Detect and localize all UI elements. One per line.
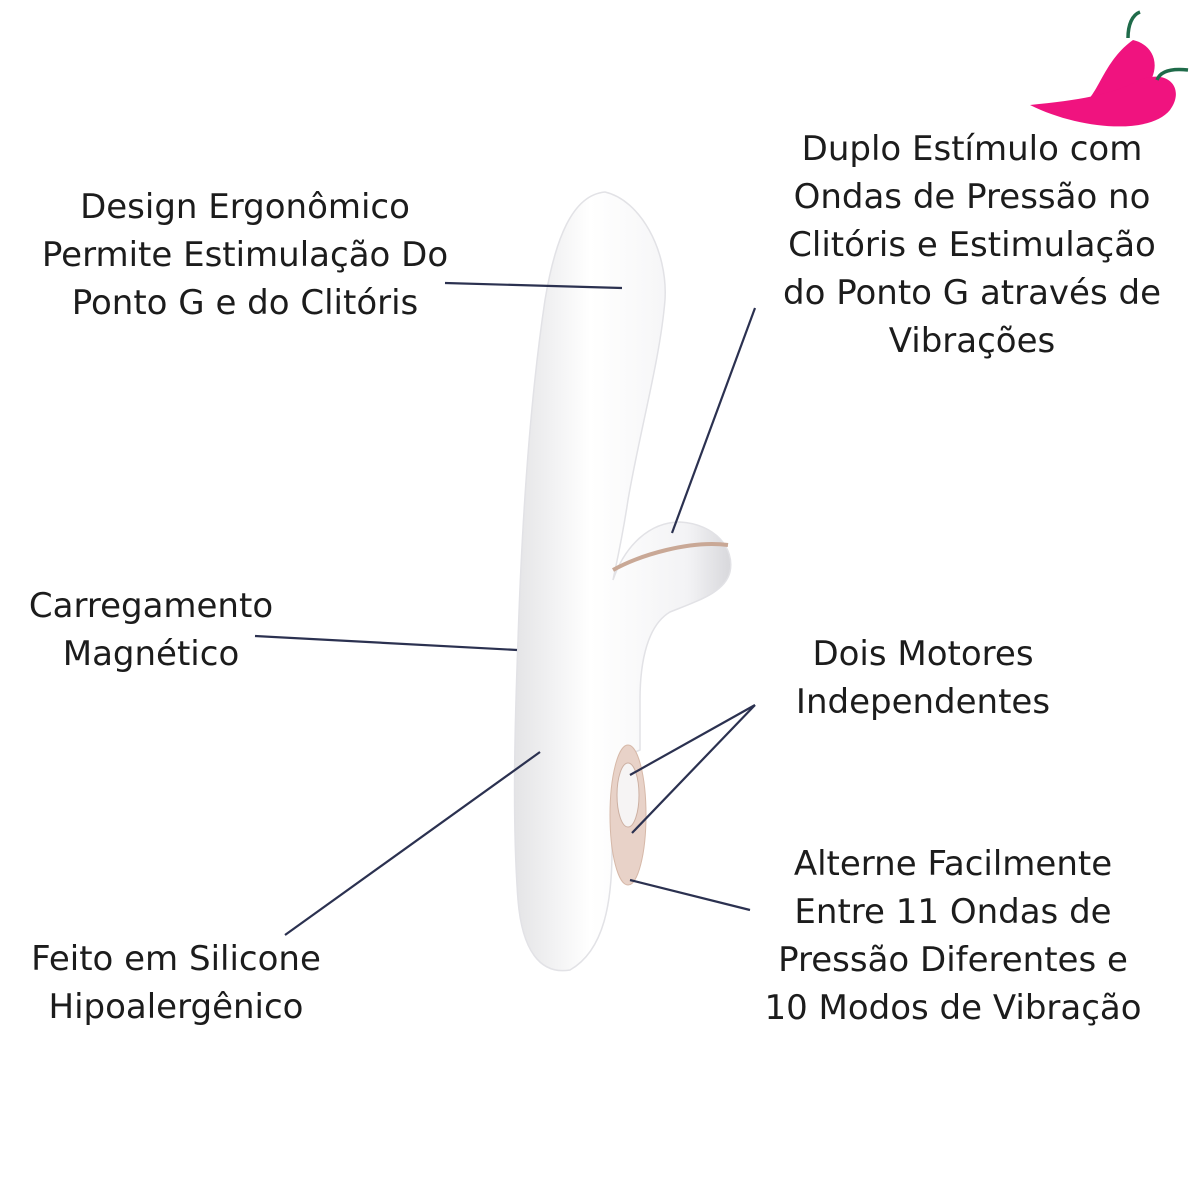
label-line: Permite Estimulação Do (41, 235, 449, 275)
leader-lines (254, 281, 757, 936)
button-oval (616, 762, 640, 828)
leader-carregamento (254, 634, 518, 652)
label-line: Duplo Estímulo com (801, 129, 1143, 169)
leader-design (444, 281, 623, 290)
label-line: Hipoalergênico (48, 987, 304, 1027)
label-line: Dois Motores (812, 634, 1034, 674)
label-silicone: Feito em Silicone Hipoalergênico (31, 935, 321, 1031)
label-line: Design Ergonômico (80, 187, 410, 227)
label-line: Vibrações (888, 321, 1056, 361)
label-line: Carregamento (28, 586, 274, 626)
label-line: Alterne Facilmente (793, 844, 1113, 884)
label-line: Ponto G e do Clitóris (71, 283, 419, 323)
label-line: Independentes (795, 682, 1051, 722)
label-duplo-estimulo: Duplo Estímulo com Ondas de Pressão no C… (783, 125, 1161, 365)
clitoral-head-ring (612, 542, 729, 572)
label-motores: Dois Motores Independentes (796, 630, 1050, 726)
label-line: Ondas de Pressão no (793, 177, 1151, 217)
label-design: Design Ergonômico Permite Estimulação Do… (42, 183, 448, 327)
label-line: do Ponto G através de (783, 273, 1161, 313)
label-line: 10 Modos de Vibração (764, 988, 1142, 1028)
label-alterne: Alterne Facilmente Entre 11 Ondas de Pre… (764, 840, 1141, 1032)
label-line: Entre 11 Ondas de (794, 892, 1112, 932)
label-line: Magnético (62, 634, 240, 674)
leader-silicone (284, 751, 541, 936)
leader-duplo (670, 307, 757, 534)
label-line: Feito em Silicone (31, 939, 321, 979)
chili-logo (1030, 10, 1189, 127)
vibrator-body (513, 191, 732, 972)
label-carregamento: Carregamento Magnético (29, 582, 273, 678)
label-line: Clitóris e Estimulação (788, 225, 1156, 265)
label-line: Pressão Diferentes e (778, 940, 1128, 980)
leader-motores-2 (631, 704, 756, 834)
leader-motores-1 (629, 704, 756, 776)
leader-alterne (629, 878, 751, 912)
